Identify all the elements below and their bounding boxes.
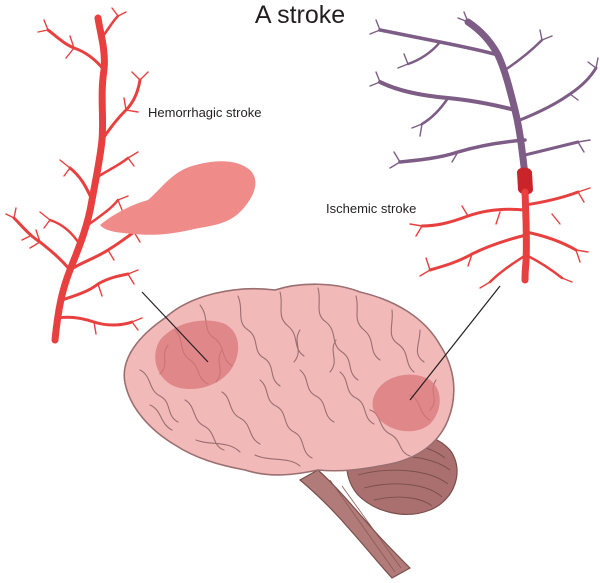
ischemic-vessel <box>370 12 598 288</box>
hemorrhagic-stroke-label: Hemorrhagic stroke <box>148 105 261 120</box>
brain <box>124 284 454 475</box>
hemorrhagic-vessel <box>6 8 255 340</box>
ischemic-stroke-label: Ischemic stroke <box>326 201 416 216</box>
diagram-title: A stroke <box>0 0 600 30</box>
